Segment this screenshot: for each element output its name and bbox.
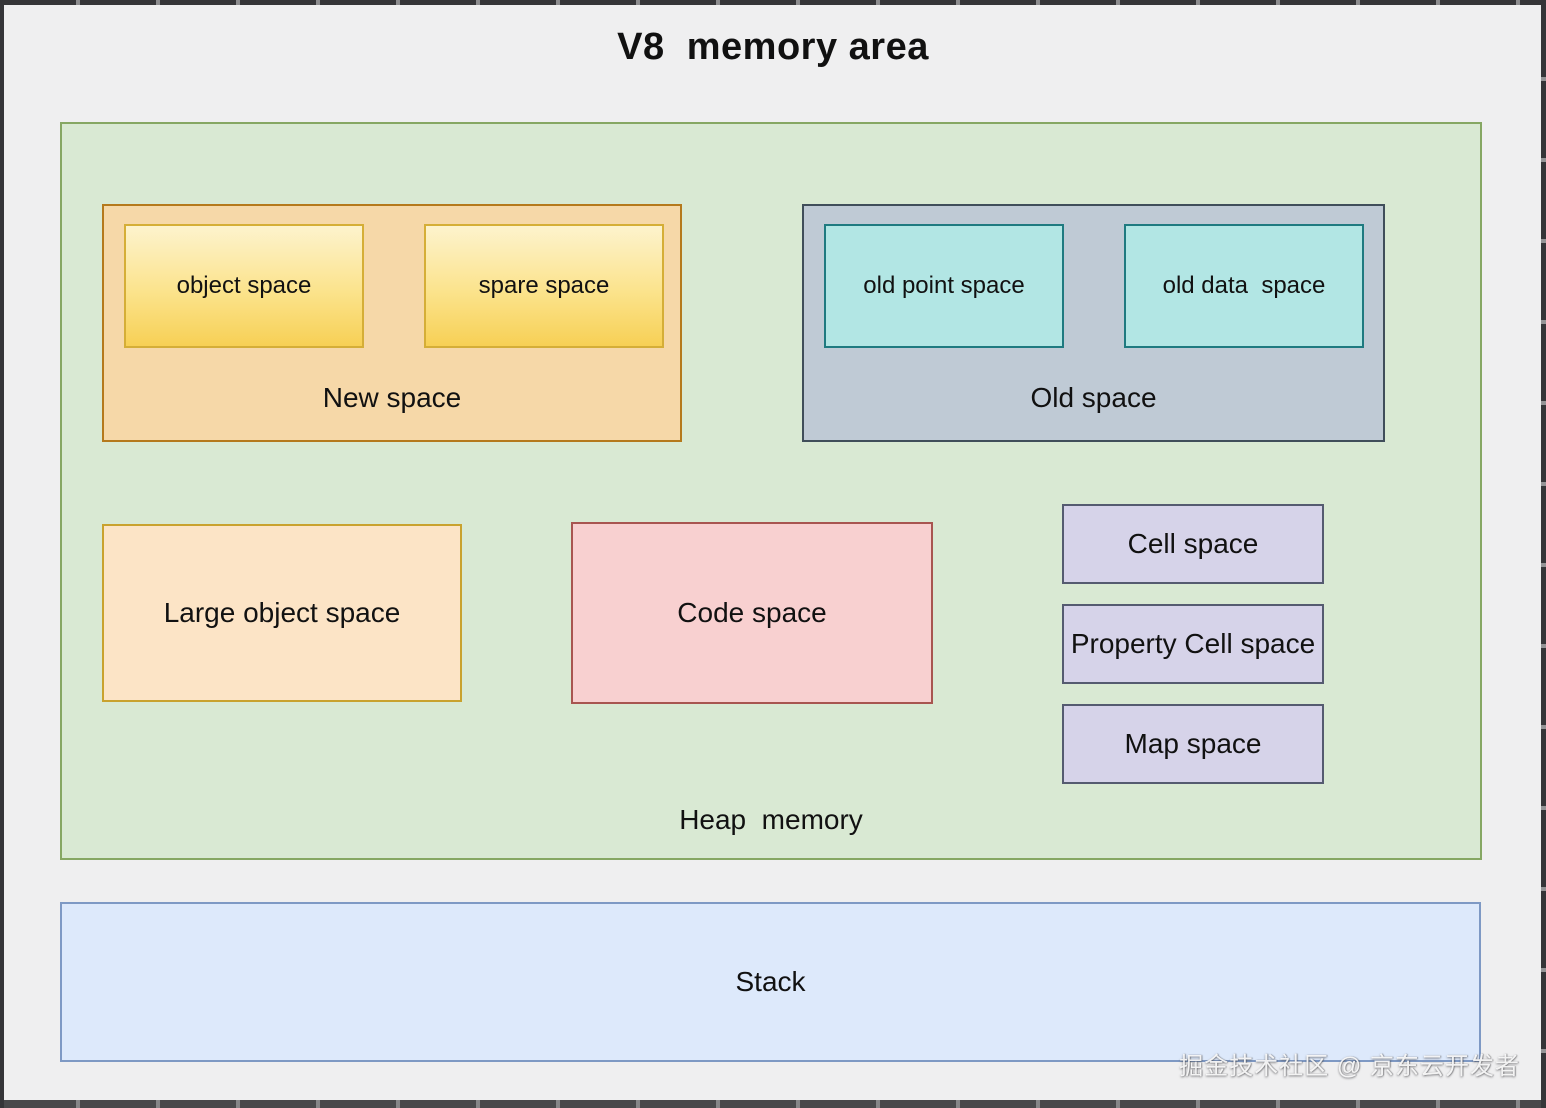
stack-box: Stack (60, 902, 1481, 1062)
old-data-space-label: old data space (1162, 272, 1326, 299)
old-space-label: Old space (1030, 382, 1157, 413)
property-cell-space-box: Property Cell space (1062, 604, 1324, 684)
old-point-space-label: old point space (863, 272, 1025, 299)
old-data-space-box: old data space (1124, 224, 1364, 348)
large-object-space-box: Large object space (102, 524, 462, 702)
diagram-title: V8 memory area (617, 26, 929, 68)
old-point-space-box: old point space (824, 224, 1064, 348)
stack-label: Stack (735, 966, 806, 997)
heap-memory-box: object space spare space New space old p… (60, 122, 1482, 860)
cell-space-box: Cell space (1062, 504, 1324, 584)
window-border-right (1541, 0, 1546, 1108)
old-space-box: old point space old data space Old space (802, 204, 1385, 442)
window-border-top (0, 0, 1546, 5)
window-border-left (0, 0, 4, 1108)
new-space-label: New space (322, 382, 462, 413)
watermark-text: 掘金技术社区 @ 京东云开发者 (1179, 1053, 1520, 1080)
code-space-box: Code space (571, 522, 933, 704)
large-object-space-label: Large object space (163, 597, 401, 628)
object-space-box: object space (124, 224, 364, 348)
heap-memory-label: Heap memory (679, 804, 863, 835)
map-space-label: Map space (1124, 728, 1262, 759)
object-space-label: object space (176, 272, 312, 299)
window-border-bottom (0, 1100, 1546, 1108)
map-space-box: Map space (1062, 704, 1324, 784)
code-space-label: Code space (677, 597, 827, 628)
new-space-box: object space spare space New space (102, 204, 682, 442)
spare-space-box: spare space (424, 224, 664, 348)
spare-space-label: spare space (478, 272, 610, 299)
cell-space-label: Cell space (1127, 528, 1259, 559)
property-cell-space-label: Property Cell space (1070, 628, 1316, 659)
